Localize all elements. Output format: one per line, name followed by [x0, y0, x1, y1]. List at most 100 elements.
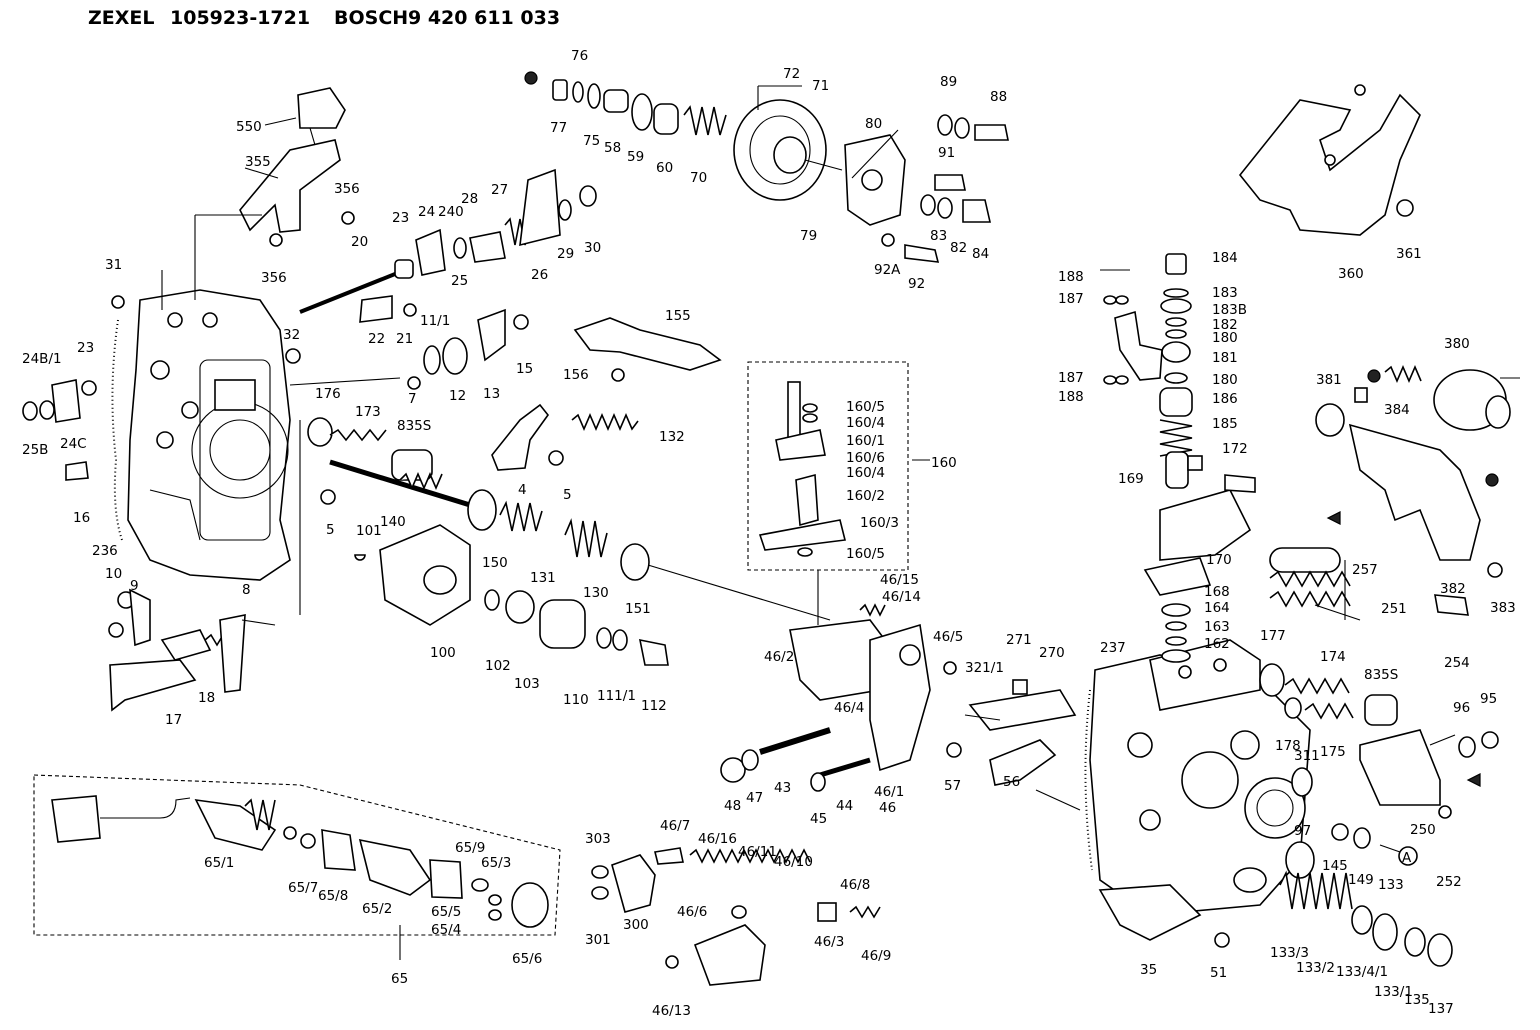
part-label-162: 162 — [1204, 636, 1230, 652]
part-label-301: 301 — [585, 932, 611, 948]
part-label-11-1a: 11/1 — [420, 313, 450, 329]
part-label-182: 182 — [1212, 317, 1238, 333]
part-label-311: 311 — [1294, 748, 1320, 764]
part-label-131: 131 — [530, 570, 556, 586]
part-label-46-5: 46/5 — [933, 629, 963, 645]
part-label-177: 177 — [1260, 628, 1286, 644]
part-label-5a: 5 — [563, 487, 572, 503]
part-label-60: 60 — [656, 160, 673, 176]
part-label-23a: 23 — [392, 210, 409, 226]
part-label-160-5a: 160/5 — [846, 399, 885, 415]
part-label-145: 145 — [1322, 858, 1348, 874]
pressure-valve-group-133 — [1214, 823, 1453, 967]
part-label-91: 91 — [938, 145, 955, 161]
boost-compensator-assembly — [524, 71, 1009, 263]
part-label-151: 151 — [625, 601, 651, 617]
governor-lever-group-160 — [747, 361, 909, 571]
part-label-46-10: 46/10 — [774, 854, 813, 870]
part-label-383: 383 — [1490, 600, 1516, 616]
part-label-65-2: 65/2 — [362, 901, 392, 917]
part-label-70: 70 — [690, 170, 707, 186]
part-label-361: 361 — [1396, 246, 1422, 262]
part-label-24b-1: 24B/1 — [22, 351, 62, 367]
part-label-26: 26 — [531, 267, 548, 283]
header-part-number-zexel: 105923-1721 — [170, 7, 310, 29]
part-label-9: 9 — [130, 578, 139, 594]
part-label-a: A — [1402, 850, 1412, 866]
header-brand-bosch: BOSCH — [334, 7, 408, 29]
part-label-187a: 187 — [1058, 291, 1084, 307]
part-label-169: 169 — [1118, 471, 1144, 487]
actuator-380 — [1315, 364, 1511, 561]
part-label-168: 168 — [1204, 584, 1230, 600]
part-label-84: 84 — [972, 246, 989, 262]
part-label-35: 35 — [1140, 962, 1157, 978]
part-label-160-3: 160/3 — [860, 515, 899, 531]
flyweight-shaft-assembly — [307, 417, 831, 666]
part-label-384: 384 — [1384, 402, 1410, 418]
part-label-175: 175 — [1320, 744, 1346, 760]
part-label-23b: 23 — [77, 340, 94, 356]
part-label-79: 79 — [800, 228, 817, 244]
part-label-75: 75 — [583, 133, 600, 149]
part-label-46-16: 46/16 — [698, 831, 737, 847]
part-label-46-7: 46/7 — [660, 818, 690, 834]
part-label-25: 25 — [451, 273, 468, 289]
pump-housing — [1084, 639, 1311, 941]
leader-lines — [161, 85, 1520, 960]
part-label-380: 380 — [1444, 336, 1470, 352]
part-label-103: 103 — [514, 676, 540, 692]
part-label-112: 112 — [641, 698, 667, 714]
lever-155-assembly — [491, 317, 722, 471]
part-label-174: 174 — [1320, 649, 1346, 665]
part-label-110: 110 — [563, 692, 589, 708]
control-lever-assembly — [285, 168, 597, 390]
part-label-88: 88 — [990, 89, 1007, 105]
part-label-46-9: 46/9 — [861, 948, 891, 964]
part-label-360: 360 — [1338, 266, 1364, 282]
part-label-321-1: 321/1 — [965, 660, 1004, 676]
part-label-356b: 356 — [261, 270, 287, 286]
part-label-48: 48 — [724, 798, 741, 814]
part-label-133-1: 133/1 — [1374, 984, 1413, 1000]
solenoid-connector-group-65 — [33, 774, 561, 936]
part-label-237: 237 — [1100, 640, 1126, 656]
orientation-markers — [1326, 511, 1481, 866]
part-label-155: 155 — [665, 308, 691, 324]
adjusting-screw-set — [1259, 663, 1398, 797]
part-label-10: 10 — [105, 566, 122, 582]
part-label-65-8: 65/8 — [318, 888, 348, 904]
part-label-163: 163 — [1204, 619, 1230, 635]
header-brand-zexel: ZEXEL — [88, 7, 155, 29]
part-label-270: 270 — [1039, 645, 1065, 661]
part-label-44: 44 — [836, 798, 853, 814]
part-label-101: 101 — [356, 523, 382, 539]
part-label-92a: 92A — [874, 262, 901, 278]
part-label-160: 160 — [931, 455, 957, 471]
part-label-130: 130 — [583, 585, 609, 601]
part-label-65-6: 65/6 — [512, 951, 542, 967]
part-label-21: 21 — [396, 331, 413, 347]
part-label-65-1: 65/1 — [204, 855, 234, 871]
governor-housing — [111, 289, 291, 581]
part-label-100: 100 — [430, 645, 456, 661]
part-label-111-1: 111/1 — [597, 688, 636, 704]
control-valve-stack — [1103, 253, 1256, 663]
part-label-77: 77 — [550, 120, 567, 136]
part-label-12: 12 — [449, 388, 466, 404]
part-label-140: 140 — [380, 514, 406, 530]
part-label-56: 56 — [1003, 774, 1020, 790]
part-label-46-15: 46/15 — [880, 572, 919, 588]
spring-set-251 — [1269, 547, 1503, 616]
part-label-80: 80 — [865, 116, 882, 132]
part-label-382: 382 — [1440, 581, 1466, 597]
part-label-46-6: 46/6 — [677, 904, 707, 920]
part-label-72: 72 — [783, 66, 800, 82]
part-label-149: 149 — [1348, 872, 1374, 888]
part-label-133-4-1: 133/4/1 — [1336, 964, 1388, 980]
part-label-65-7: 65/7 — [288, 880, 318, 896]
part-label-355: 355 — [245, 154, 271, 170]
part-label-46-4: 46/4 — [834, 700, 864, 716]
part-label-65-5: 65/5 — [431, 904, 461, 920]
part-label-550: 550 — [236, 119, 262, 135]
